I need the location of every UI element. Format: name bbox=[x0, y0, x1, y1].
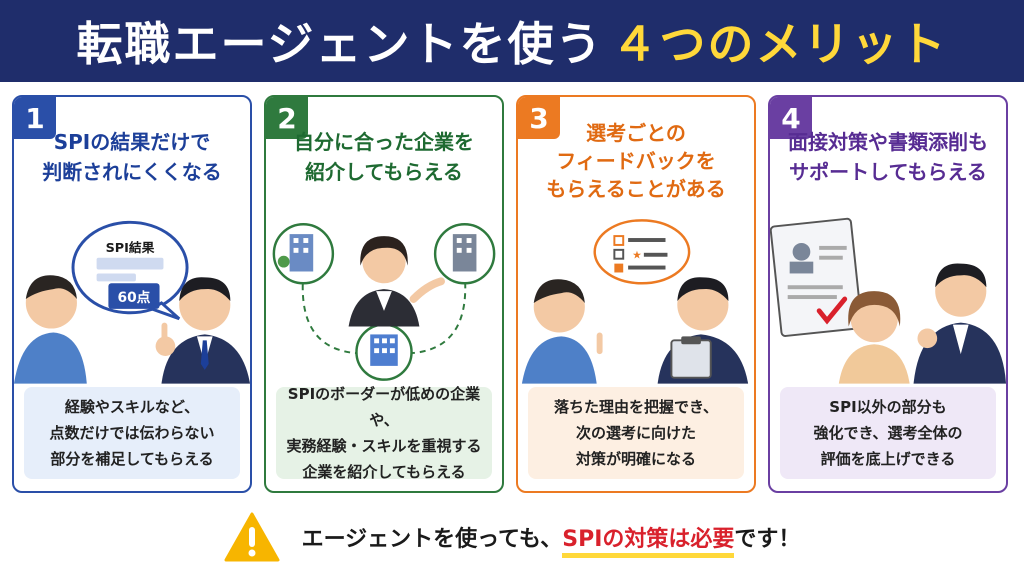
warning-icon bbox=[224, 512, 280, 561]
card-title-line: 判断されにくくなる bbox=[42, 160, 222, 184]
desc-line: 次の選考に向けた bbox=[575, 424, 696, 442]
bubble-score: 60点 bbox=[118, 289, 151, 306]
desc-line: SPIのボーダーが低めの企業や、 bbox=[287, 385, 481, 429]
card-number: 1 bbox=[14, 97, 56, 139]
card-title-line: 紹介してもらえる bbox=[305, 160, 463, 184]
card-title-line: フィードバックを bbox=[556, 149, 716, 173]
desc-line: 評価を底上げできる bbox=[820, 450, 956, 468]
note-text-before: エージェントを使っても、 bbox=[301, 526, 563, 552]
agent-person-icon bbox=[913, 263, 1006, 384]
note-highlight: SPIの対策は必要 bbox=[562, 526, 735, 558]
desc-line: 点数だけでは伝わらない bbox=[49, 424, 215, 442]
card-title-line: もらえることがある bbox=[546, 177, 726, 201]
card-title-line: サポートしてもらえる bbox=[789, 160, 987, 184]
card-title: 自分に合った企業を 紹介してもらえる bbox=[266, 127, 502, 187]
desc-line: 経験やスキルなど、 bbox=[64, 398, 200, 416]
card-title: SPIの結果だけで 判断されにくくなる bbox=[14, 127, 250, 187]
card-number: 3 bbox=[518, 97, 560, 139]
note-text: エージェントを使っても、SPIの対策は必要です！ bbox=[301, 521, 801, 558]
checklist-bubble-icon: ★ bbox=[593, 219, 691, 285]
card-number: 2 bbox=[266, 97, 308, 139]
card-description: 落ちた理由を把握でき、 次の選考に向けた 対策が明確になる bbox=[528, 387, 744, 479]
desc-line: 実務経験・スキルを重視する bbox=[286, 437, 482, 455]
merit-card-3: 3 選考ごとの フィードバックを もらえることがある ★ bbox=[516, 95, 756, 493]
card-number: 4 bbox=[770, 97, 812, 139]
female-agent-icon bbox=[348, 236, 445, 327]
merit-card-1: 1 SPIの結果だけで 判断されにくくなる SPI結果 60点 bbox=[12, 95, 252, 493]
agent-with-clipboard-icon bbox=[657, 277, 749, 384]
candidate-woman-icon bbox=[838, 291, 910, 384]
bubble-label: SPI結果 bbox=[106, 240, 155, 256]
company-building-icon bbox=[433, 223, 496, 285]
desc-line: 対策が明確になる bbox=[575, 450, 696, 468]
desc-line: 部分を補足してもらえる bbox=[50, 450, 214, 468]
svg-text:★: ★ bbox=[632, 249, 642, 262]
card-description: SPIのボーダーが低めの企業や、 実務経験・スキルを重視する 企業を紹介してもら… bbox=[276, 385, 492, 481]
desc-line: SPI以外の部分も bbox=[829, 398, 947, 416]
card-title-line: 自分に合った企業を bbox=[294, 130, 474, 154]
card-description: 経験やスキルなど、 点数だけでは伝わらない 部分を補足してもらえる bbox=[24, 387, 240, 479]
card-title-line: 面接対策や書類添削も bbox=[788, 130, 988, 154]
agent-person-icon bbox=[155, 277, 250, 384]
bottom-note: エージェントを使っても、SPIの対策は必要です！ bbox=[0, 500, 1024, 573]
card-title: 選考ごとの フィードバックを もらえることがある bbox=[518, 119, 754, 203]
title-highlight: ４つのメリット bbox=[611, 17, 948, 71]
desc-line: 強化でき、選考全体の bbox=[813, 424, 963, 442]
merit-card-2: 2 自分に合った企業を 紹介してもらえる bbox=[264, 95, 504, 493]
spi-result-bubble-icon: SPI結果 60点 bbox=[71, 220, 189, 321]
feedback-illustration: ★ bbox=[521, 219, 749, 384]
card-description: SPI以外の部分も 強化でき、選考全体の 評価を底上げできる bbox=[780, 387, 996, 479]
interview-illustration: SPI結果 60点 bbox=[14, 220, 250, 384]
merit-card-4: 4 面接対策や書類添削も サポートしてもらえる SPI以外の部 bbox=[768, 95, 1008, 493]
candidate-person-icon bbox=[521, 279, 603, 384]
desc-line: 企業を紹介してもらえる bbox=[302, 463, 466, 481]
resume-clipboard-icon bbox=[770, 217, 863, 337]
recommended-company-icon bbox=[355, 323, 413, 381]
note-text-after: です！ bbox=[734, 526, 801, 552]
card-title: 面接対策や書類添削も サポートしてもらえる bbox=[770, 127, 1006, 187]
company-building-icon bbox=[272, 223, 335, 285]
desc-line: 落ちた理由を把握でき、 bbox=[554, 398, 718, 416]
company-matching-illustration bbox=[272, 223, 496, 381]
card-title-line: 選考ごとの bbox=[586, 121, 686, 145]
title-main: 転職エージェントを使う bbox=[76, 17, 604, 71]
card-title-line: SPIの結果だけで bbox=[53, 130, 211, 154]
interview-prep-illustration bbox=[770, 217, 1006, 384]
candidate-person-icon bbox=[14, 275, 87, 384]
